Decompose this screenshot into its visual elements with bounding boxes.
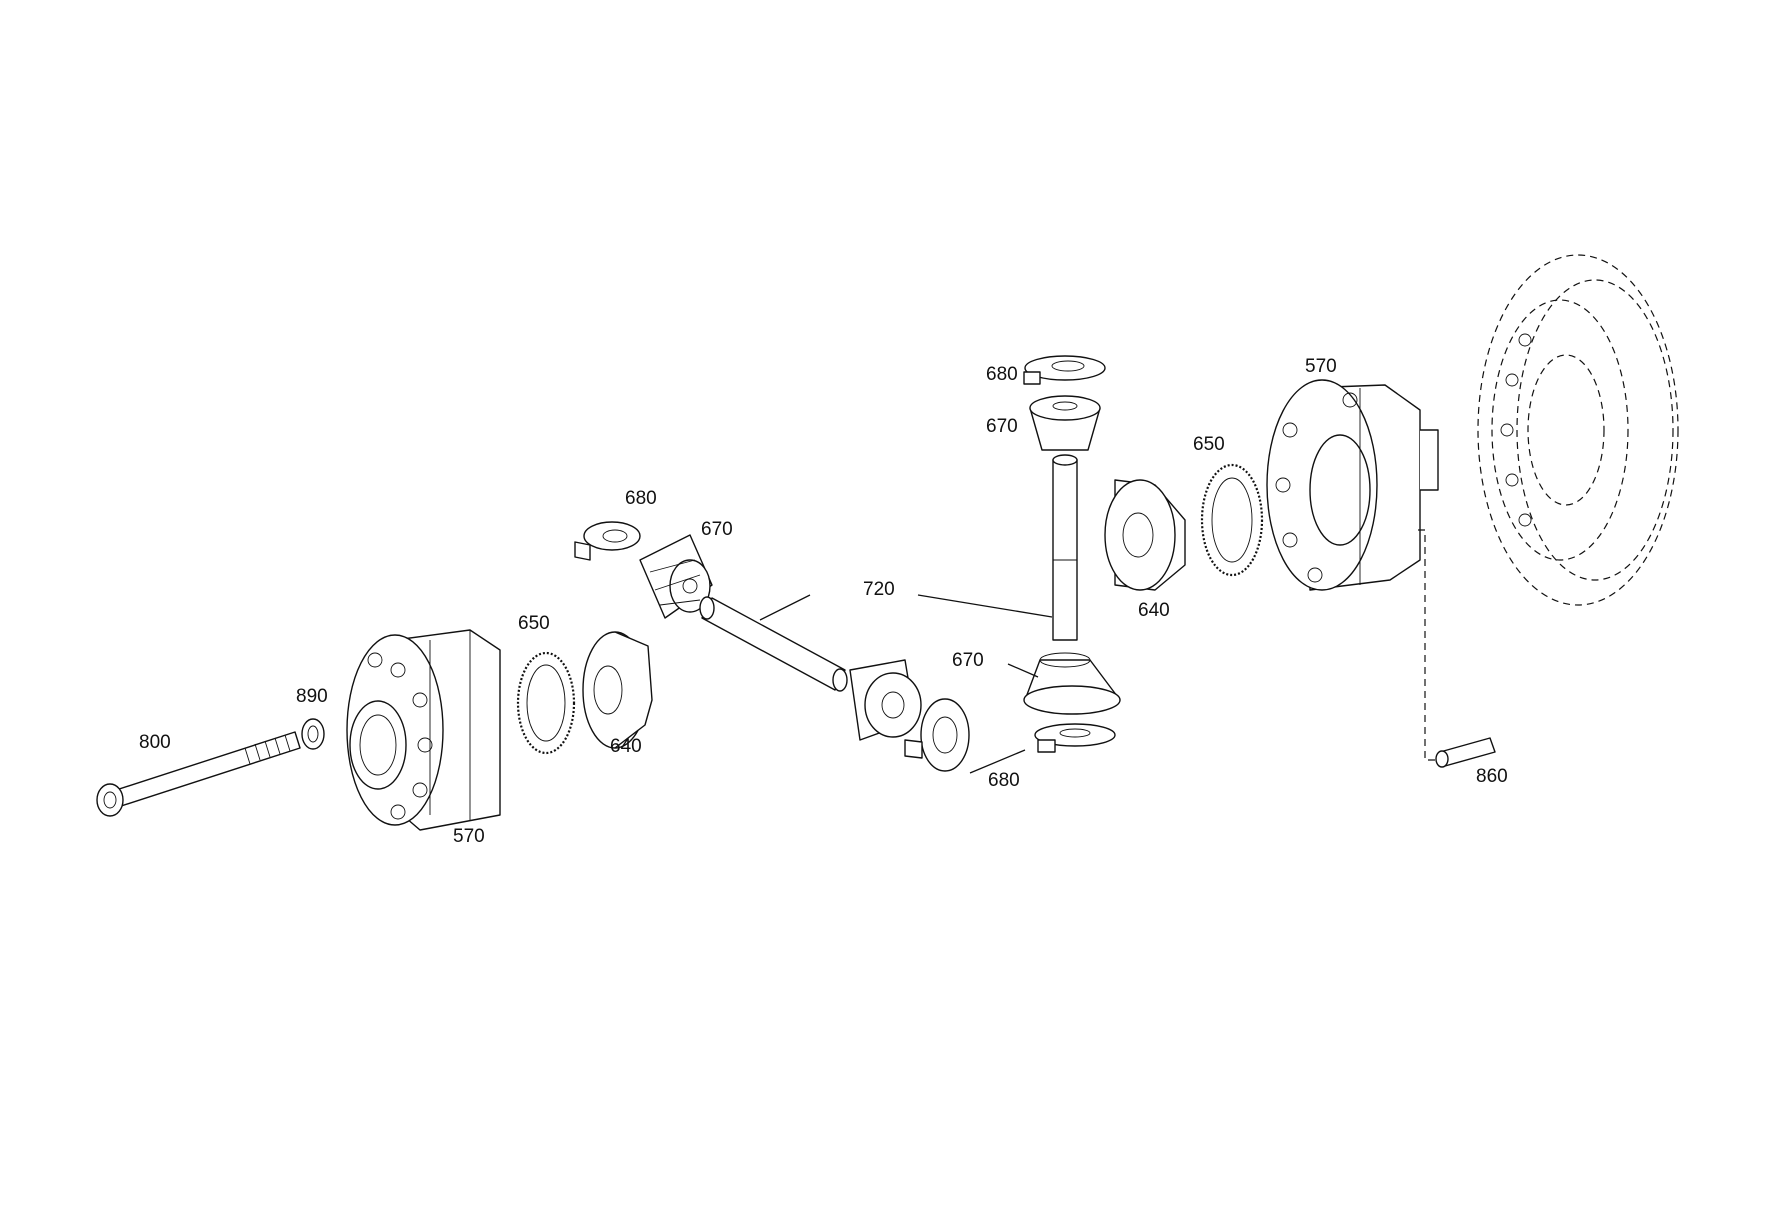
callout-680-lower-middle: 680 (988, 770, 1020, 791)
part-650-gasket-right (1200, 463, 1264, 577)
part-860-dowel-pin (1435, 737, 1496, 768)
callout-650-right: 650 (1193, 434, 1225, 455)
callout-670-lower-middle: 670 (952, 650, 984, 671)
callout-650-left: 650 (518, 613, 550, 634)
callout-800: 800 (139, 732, 171, 753)
part-vertical-pin (1052, 454, 1078, 641)
callout-670-upper-left: 670 (701, 519, 733, 540)
part-640-side-gear-left (582, 631, 653, 749)
part-670-pinion-gear-d (1023, 652, 1121, 715)
part-640-side-gear-right (1104, 479, 1186, 591)
part-570-case-right (1266, 379, 1439, 591)
part-680-thrust-washer-c (1023, 355, 1106, 385)
callout-680-upper-left: 680 (625, 488, 657, 509)
part-680-thrust-washer-d (1034, 723, 1116, 753)
callout-640-left: 640 (610, 736, 642, 757)
part-670-pinion-gear-a (639, 534, 713, 619)
part-720-cross-pin (699, 596, 848, 692)
part-680-thrust-washer-a (574, 521, 641, 561)
alignment-line-860 (1418, 529, 1438, 761)
callout-640-right: 640 (1138, 600, 1170, 621)
part-890-washer (301, 718, 325, 750)
callout-680-top: 680 (986, 364, 1018, 385)
callout-890: 890 (296, 686, 328, 707)
leader-lines (759, 594, 1053, 774)
part-680-thrust-washer-b (904, 698, 970, 772)
callout-570-left: 570 (453, 826, 485, 847)
part-670-pinion-gear-b (849, 659, 922, 741)
part-ring-gear (1477, 254, 1679, 606)
callout-570-right: 570 (1305, 356, 1337, 377)
part-670-pinion-gear-c (1029, 395, 1101, 451)
callout-670-top: 670 (986, 416, 1018, 437)
callout-860: 860 (1476, 766, 1508, 787)
callout-720: 720 (863, 579, 895, 600)
part-570-case-left (346, 629, 501, 831)
part-650-gasket-left (516, 651, 576, 755)
part-800-screw (96, 731, 301, 817)
